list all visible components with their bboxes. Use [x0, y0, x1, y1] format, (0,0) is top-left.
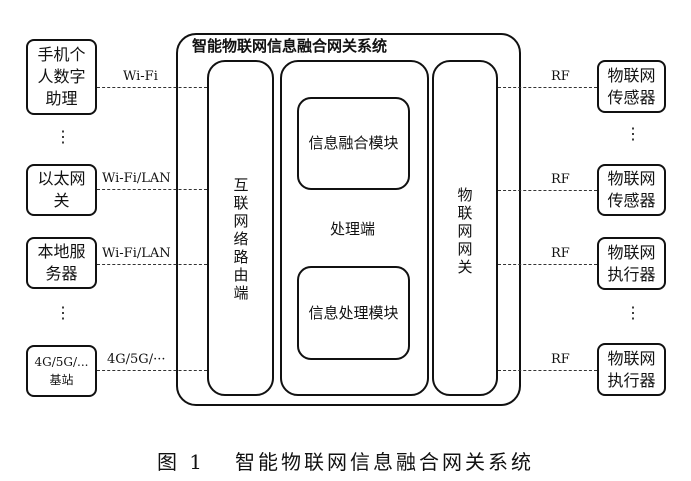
left-link-line-1 [97, 87, 207, 88]
left-link-line-4 [97, 370, 207, 371]
left-device-base-station: 4G/5G/...基站 [26, 345, 97, 397]
right-link-line-3 [498, 264, 597, 265]
right-link-label-1: RF [551, 69, 570, 84]
left-link-line-2 [97, 189, 207, 190]
left-link-label-1: Wi-Fi [123, 69, 158, 84]
right-device-sensor-1: 物联网传感器 [597, 60, 666, 113]
right-link-line-1 [498, 87, 597, 88]
figure-caption-text: 智能物联网信息融合网关系统 [235, 450, 535, 474]
left-link-label-2: Wi-Fi/LAN [102, 171, 171, 186]
internet-routing-end-label: 互联网络路由端 [233, 176, 249, 302]
left-ellipsis-top: ⋮ [55, 127, 71, 146]
internet-routing-end [207, 60, 274, 396]
left-ellipsis-bottom: ⋮ [55, 303, 71, 322]
right-link-line-4 [498, 370, 597, 371]
right-link-label-3: RF [551, 246, 570, 261]
processing-module: 信息处理模块 [297, 266, 410, 360]
right-ellipsis-bottom: ⋮ [625, 303, 641, 322]
right-link-label-2: RF [551, 172, 570, 187]
figure-number: 图 1 [156, 450, 206, 474]
right-ellipsis-top: ⋮ [625, 124, 641, 143]
iot-gateway [432, 60, 498, 396]
fusion-module: 信息融合模块 [297, 97, 410, 190]
figure-caption: 图 1 智能物联网信息融合网关系统 [0, 446, 691, 475]
processing-end-label: 处理端 [330, 220, 376, 238]
right-link-line-2 [498, 190, 597, 191]
left-link-line-3 [97, 264, 207, 265]
left-link-label-3: Wi-Fi/LAN [102, 246, 171, 261]
iot-gateway-label: 物联网网关 [457, 186, 473, 276]
system-title: 智能物联网信息融合网关系统 [192, 37, 388, 55]
left-device-mobile-pda: 手机个人数字助理 [26, 39, 97, 115]
system-frame [176, 33, 521, 406]
right-device-actuator-2: 物联网执行器 [597, 343, 666, 396]
left-device-ethernet-gateway: 以太网关 [26, 164, 97, 216]
left-link-label-4: 4G/5G/··· [107, 352, 166, 367]
right-device-sensor-2: 物联网传感器 [597, 164, 666, 216]
right-device-actuator-1: 物联网执行器 [597, 237, 666, 290]
left-device-local-server: 本地服务器 [26, 237, 97, 289]
right-link-label-4: RF [551, 352, 570, 367]
